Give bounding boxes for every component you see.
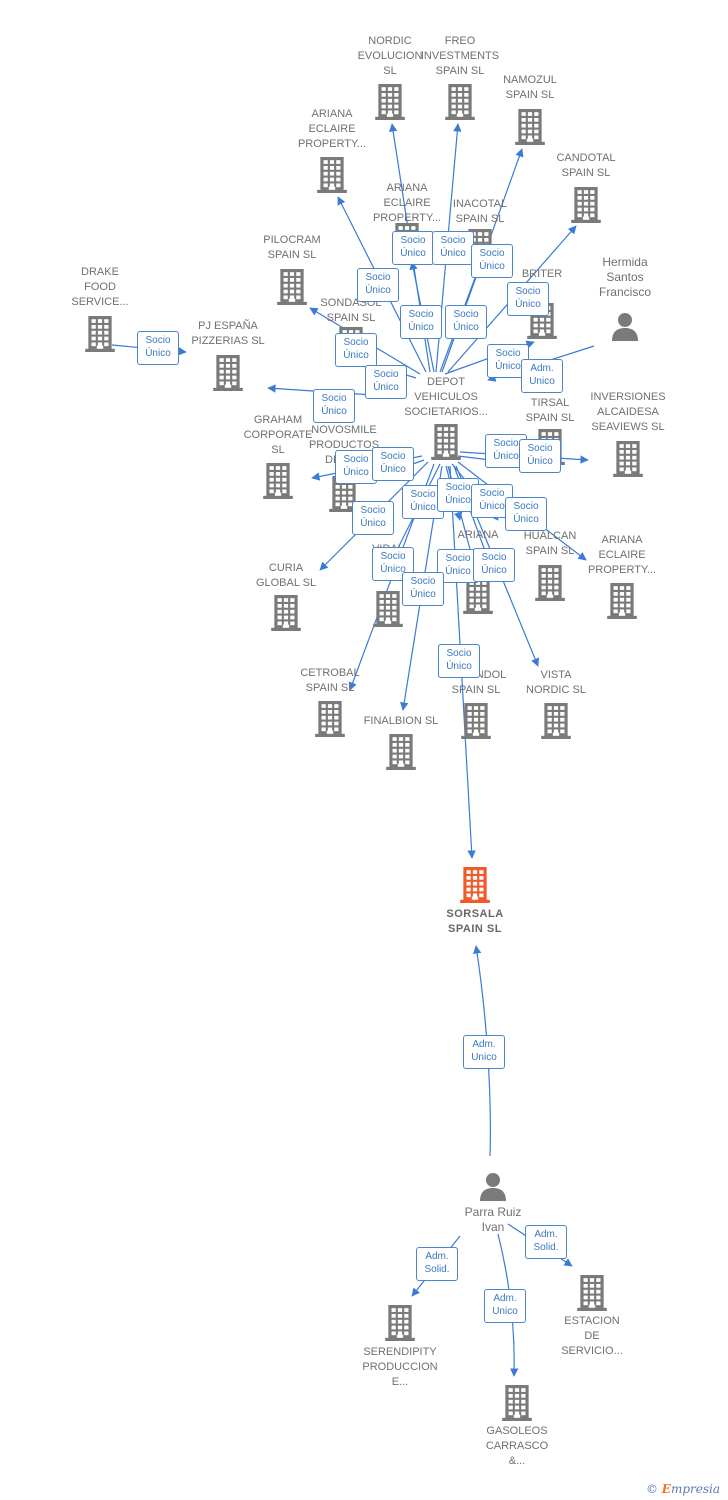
relationship-badge[interactable]: Socio Único	[473, 548, 515, 582]
building-icon[interactable]	[613, 441, 643, 482]
company-label[interactable]: INACOTAL SPAIN SL	[452, 198, 508, 225]
building-icon[interactable]	[317, 157, 347, 198]
relationship-badge[interactable]: Adm. Unico	[484, 1289, 526, 1323]
relationship-badge[interactable]: Adm. Solid.	[525, 1225, 567, 1259]
building-icon[interactable]	[607, 583, 637, 624]
building-icon[interactable]	[515, 109, 545, 150]
company-label[interactable]: DRAKE FOOD SERVICE...	[71, 266, 129, 308]
relationship-badge[interactable]: Socio Único	[313, 389, 355, 423]
building-icon[interactable]	[315, 701, 345, 742]
brand-logo: © Empresia	[646, 1482, 720, 1496]
building-icon[interactable]	[535, 565, 565, 606]
company-label[interactable]: SONDASOL SPAIN SL	[320, 297, 382, 324]
company-label[interactable]: CANDOTAL SPAIN SL	[556, 152, 616, 179]
building-icon[interactable]	[445, 84, 475, 125]
focus-building-icon[interactable]	[460, 867, 490, 908]
relationship-badge[interactable]: Socio Único	[471, 244, 513, 278]
building-icon[interactable]	[541, 703, 571, 744]
company-label[interactable]: ARIANA ECLAIRE PROPERTY...	[587, 534, 657, 576]
company-label[interactable]: VISTA NORDIC SL	[526, 669, 586, 696]
relationship-badge[interactable]: Adm. Unico	[521, 359, 563, 393]
person-icon[interactable]	[478, 1171, 508, 1206]
relationship-badge[interactable]: Socio Único	[372, 547, 414, 581]
building-icon[interactable]	[386, 734, 416, 775]
company-label[interactable]: SERENDIPITY PRODUCCION E...	[362, 1346, 438, 1388]
company-label[interactable]: ESTACION DE SERVICIO...	[561, 1315, 623, 1357]
company-label[interactable]: TIRSAL SPAIN SL	[525, 397, 575, 424]
company-label[interactable]: CURIA GLOBAL SL	[255, 562, 317, 589]
relationship-badge[interactable]: Socio Único	[392, 231, 434, 265]
company-label[interactable]: ARIANA ECLAIRE PROPERTY...	[372, 182, 442, 224]
relationship-badge[interactable]: Socio Único	[400, 305, 442, 339]
relationship-badge[interactable]: Socio Único	[335, 450, 377, 484]
building-icon[interactable]	[502, 1385, 532, 1426]
building-icon[interactable]	[385, 1305, 415, 1346]
company-label[interactable]: FREO INVESTMENTS SPAIN SL	[420, 35, 500, 77]
brand-name: mpresia	[670, 1482, 720, 1496]
company-label[interactable]: NORDIC EVOLUCION SL	[357, 35, 423, 77]
relationship-badge[interactable]: Socio Único	[445, 305, 487, 339]
relationship-badge[interactable]: Socio Único	[372, 447, 414, 481]
company-label[interactable]: ARIANA ECLAIRE PROPERTY...	[297, 108, 367, 150]
building-icon[interactable]	[571, 187, 601, 228]
brand-initial: E	[661, 1482, 671, 1496]
building-icon[interactable]	[375, 84, 405, 125]
building-icon[interactable]	[329, 476, 359, 517]
company-label[interactable]: INVERSIONES ALCAIDESA SEAVIEWS SL	[590, 391, 666, 433]
relationship-badge[interactable]: Socio Único	[352, 501, 394, 535]
building-icon[interactable]	[461, 703, 491, 744]
relationship-badge[interactable]: Socio Único	[438, 644, 480, 678]
building-icon[interactable]	[263, 463, 293, 504]
company-label[interactable]: GASOLEOS CARRASCO &...	[485, 1425, 549, 1467]
company-label[interactable]: HUALCAN SPAIN SL	[523, 530, 577, 557]
building-icon[interactable]	[373, 591, 403, 632]
building-icon[interactable]	[213, 355, 243, 396]
building-icon[interactable]	[85, 316, 115, 357]
company-label[interactable]: DEPOT VEHICULOS SOCIETARIOS...	[404, 376, 488, 418]
building-icon[interactable]	[277, 269, 307, 310]
company-label[interactable]: CETROBAL SPAIN SL	[300, 667, 360, 694]
relationship-badge[interactable]: Socio Único	[519, 439, 561, 473]
relationship-badge[interactable]: Socio Único	[335, 333, 377, 367]
person-label[interactable]: Hermida Santos Francisco	[598, 255, 651, 299]
company-label[interactable]: NAMOZUL SPAIN SL	[503, 74, 557, 101]
company-label[interactable]: PILOCRAM SPAIN SL	[263, 234, 321, 261]
relationship-badge[interactable]: Socio Único	[505, 497, 547, 531]
relationship-badge[interactable]: Socio Único	[507, 282, 549, 316]
company-label[interactable]: ARIANA	[457, 529, 499, 541]
relationship-badge[interactable]: Adm. Solid.	[416, 1247, 458, 1281]
relationship-badge[interactable]: Adm. Unico	[463, 1035, 505, 1069]
building-icon[interactable]	[271, 595, 301, 636]
company-label[interactable]: PJ ESPAÑA PIZZERIAS SL	[191, 320, 265, 347]
person-label[interactable]: Parra Ruiz Ivan	[464, 1205, 522, 1234]
building-icon[interactable]	[577, 1275, 607, 1316]
company-label[interactable]: GRAHAM CORPORATE SL	[243, 414, 313, 456]
person-icon[interactable]	[610, 311, 640, 346]
relationship-badge[interactable]: Socio Único	[432, 231, 474, 265]
building-icon[interactable]	[431, 424, 461, 465]
focus-company-label[interactable]: SORSALA SPAIN SL	[446, 908, 504, 935]
relationship-badge[interactable]: Socio Único	[365, 365, 407, 399]
company-label[interactable]: FINALBION SL	[363, 715, 439, 727]
building-icon[interactable]	[463, 578, 493, 619]
copyright-symbol: ©	[645, 1482, 658, 1496]
relationship-badge[interactable]: Socio Único	[402, 572, 444, 606]
relationship-badge[interactable]: Socio Único	[357, 268, 399, 302]
relationship-badge[interactable]: Socio Único	[137, 331, 179, 365]
